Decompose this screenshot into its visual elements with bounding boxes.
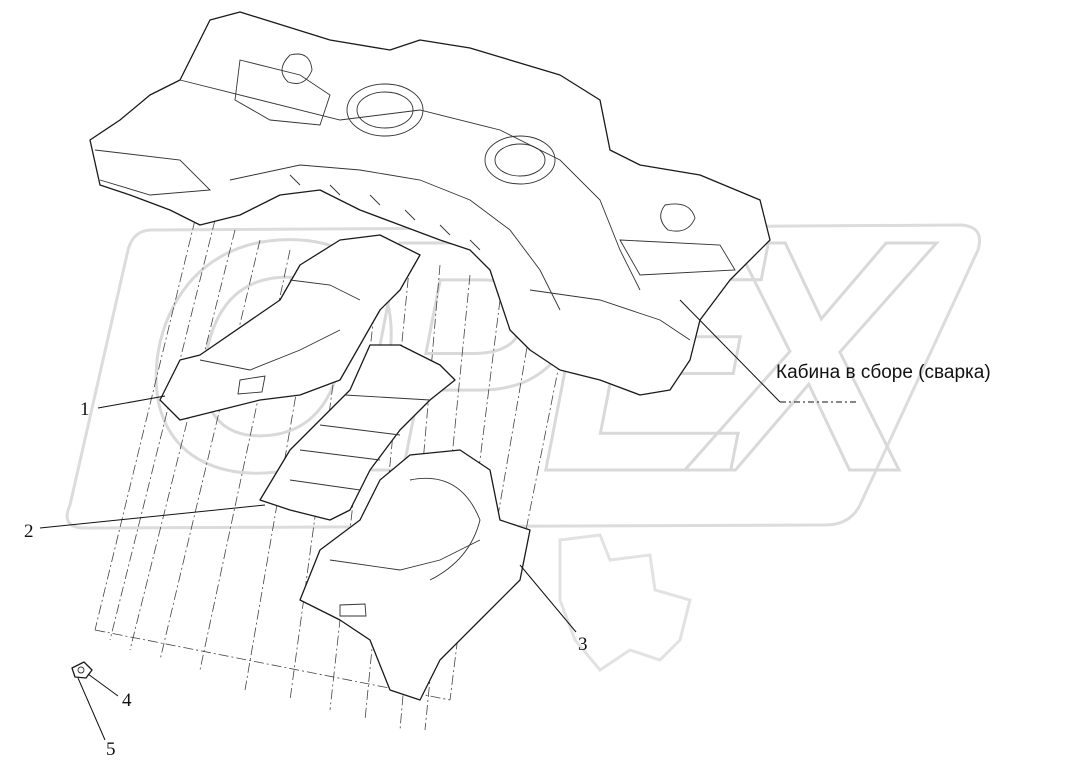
part-1-left-floor-panel bbox=[159, 234, 421, 421]
leader-lines bbox=[39, 299, 858, 741]
part-label-5: 5 bbox=[106, 739, 116, 760]
cab-floor-assembly bbox=[89, 11, 771, 396]
part-label-3: 3 bbox=[578, 634, 588, 655]
cab-floor-left-panel bbox=[89, 11, 771, 396]
watermark-gear bbox=[558, 533, 692, 672]
part-label-2: 2 bbox=[24, 521, 34, 542]
watermark-outline bbox=[65, 223, 981, 530]
part-3-right-floor-panel bbox=[299, 449, 531, 701]
assembly-caption: Кабина в сборе (сварка) bbox=[776, 362, 991, 383]
part-label-4: 4 bbox=[122, 690, 132, 711]
part-4-5-fastener bbox=[71, 661, 93, 679]
part-2-center-tunnel-panel bbox=[259, 344, 456, 521]
part-label-1: 1 bbox=[80, 399, 90, 420]
